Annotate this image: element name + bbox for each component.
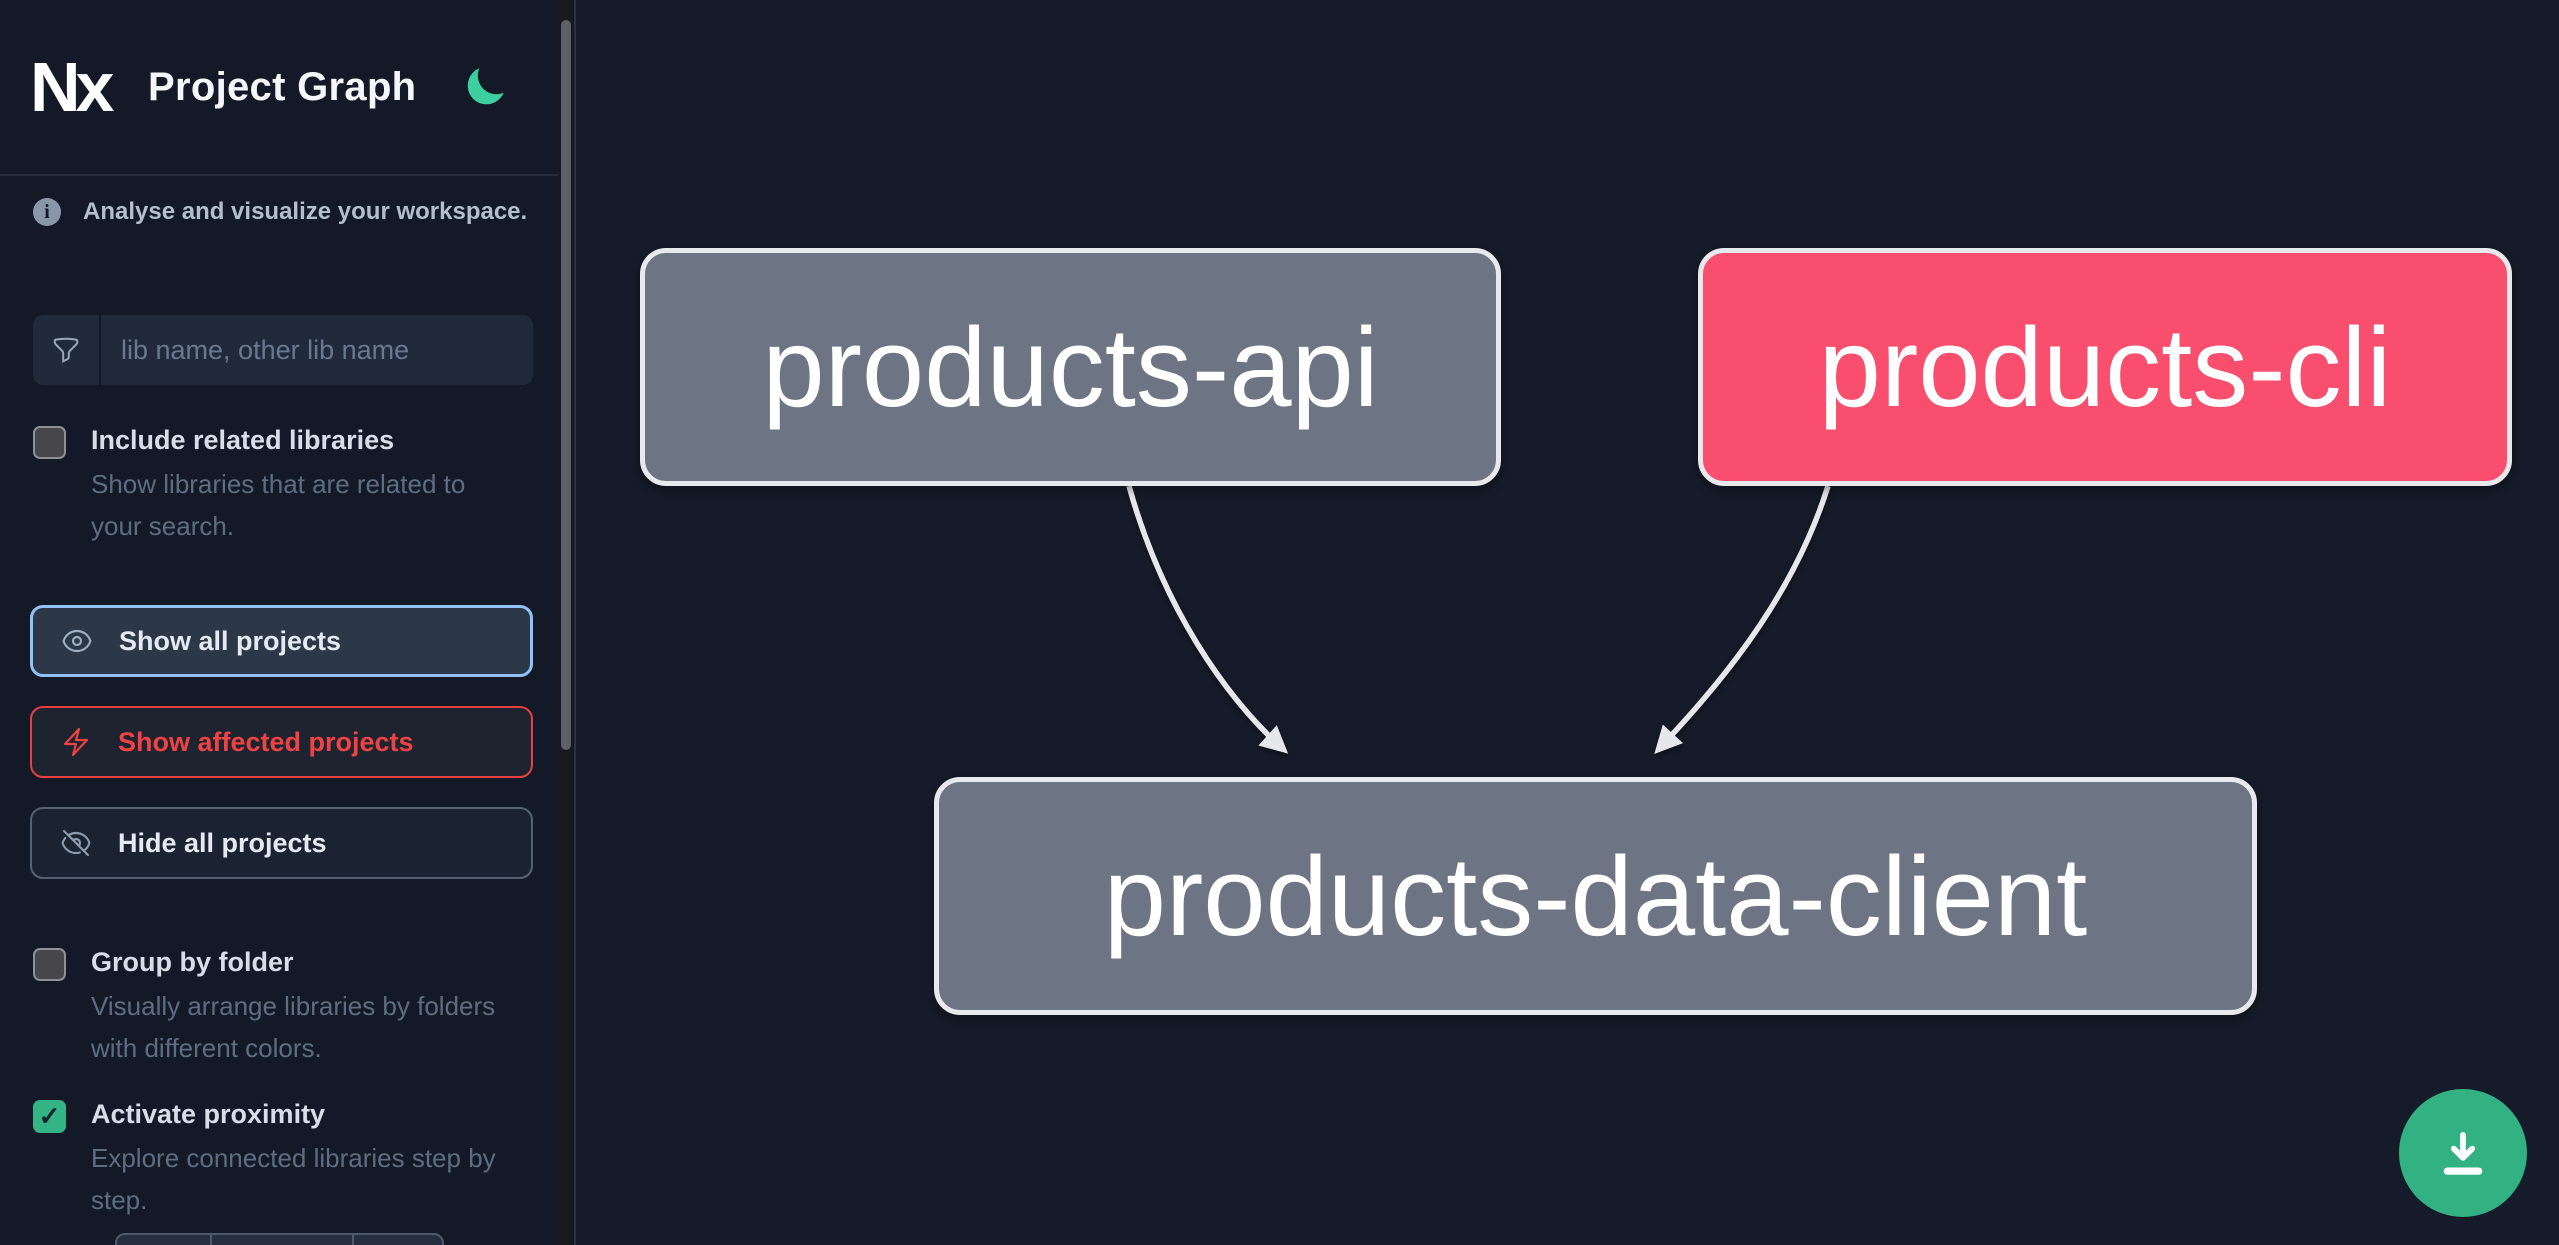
tagline-text: Analyse and visualize your workspace.	[83, 198, 528, 225]
show-all-projects-button[interactable]: Show all projects	[30, 605, 533, 677]
proximity-depth-stepper[interactable]	[115, 1233, 444, 1245]
activate-proximity-checkbox[interactable]: ✓	[33, 1100, 66, 1133]
option-description: Explore connected libraries step by step…	[91, 1143, 496, 1215]
stepper-divider	[352, 1235, 354, 1245]
graph-node-products-api[interactable]: products-api	[640, 248, 1501, 486]
moon-icon	[467, 68, 504, 105]
search-box	[33, 315, 533, 385]
download-icon	[2443, 1131, 2483, 1175]
eye-slash-icon	[61, 829, 91, 857]
page-title: Project Graph	[148, 64, 417, 109]
bolt-icon	[63, 727, 89, 757]
include-related-checkbox[interactable]	[33, 426, 66, 459]
group-by-folder-checkbox[interactable]	[33, 948, 66, 981]
show-affected-projects-button[interactable]: Show affected projects	[30, 706, 533, 778]
nx-logo: Nx	[30, 48, 114, 126]
dependency-edge[interactable]	[1654, 485, 1831, 755]
option-label: Include related libraries	[91, 425, 395, 455]
button-label: Show affected projects	[118, 726, 414, 757]
hide-all-projects-button[interactable]: Hide all projects	[30, 807, 533, 879]
filter-icon	[33, 315, 101, 385]
graph-canvas[interactable]: products-api products-cli products-data-…	[578, 0, 2559, 1245]
eye-icon	[62, 629, 92, 653]
button-label: Hide all projects	[118, 827, 327, 858]
stepper-divider	[210, 1235, 212, 1245]
option-group-by-folder: Group by folder Visually arrange librari…	[33, 946, 533, 1069]
option-activate-proximity: ✓ Activate proximity Explore connected l…	[33, 1098, 533, 1221]
dependency-edge[interactable]	[1126, 485, 1289, 754]
sidebar-scrollbar[interactable]	[558, 0, 576, 1245]
graph-node-products-data-client[interactable]: products-data-client	[934, 777, 2257, 1015]
option-include-related: Include related libraries Show libraries…	[33, 424, 533, 547]
option-label: Group by folder	[91, 947, 294, 977]
sidebar-header: Nx Project Graph	[0, 0, 560, 176]
graph-node-products-cli[interactable]: products-cli	[1698, 248, 2512, 486]
workspace-info: i Analyse and visualize your workspace.	[33, 198, 527, 226]
search-input[interactable]	[101, 315, 533, 385]
option-label: Activate proximity	[91, 1099, 326, 1129]
button-label: Show all projects	[119, 625, 342, 656]
scrollbar-thumb[interactable]	[561, 20, 571, 750]
theme-toggle-button[interactable]	[462, 64, 508, 110]
option-description: Show libraries that are related to your …	[91, 469, 466, 541]
download-button[interactable]	[2399, 1089, 2527, 1217]
info-icon: i	[33, 198, 61, 226]
option-description: Visually arrange libraries by folders wi…	[91, 991, 496, 1063]
sidebar: Nx Project Graph i Analyse and visualize…	[0, 0, 560, 1245]
